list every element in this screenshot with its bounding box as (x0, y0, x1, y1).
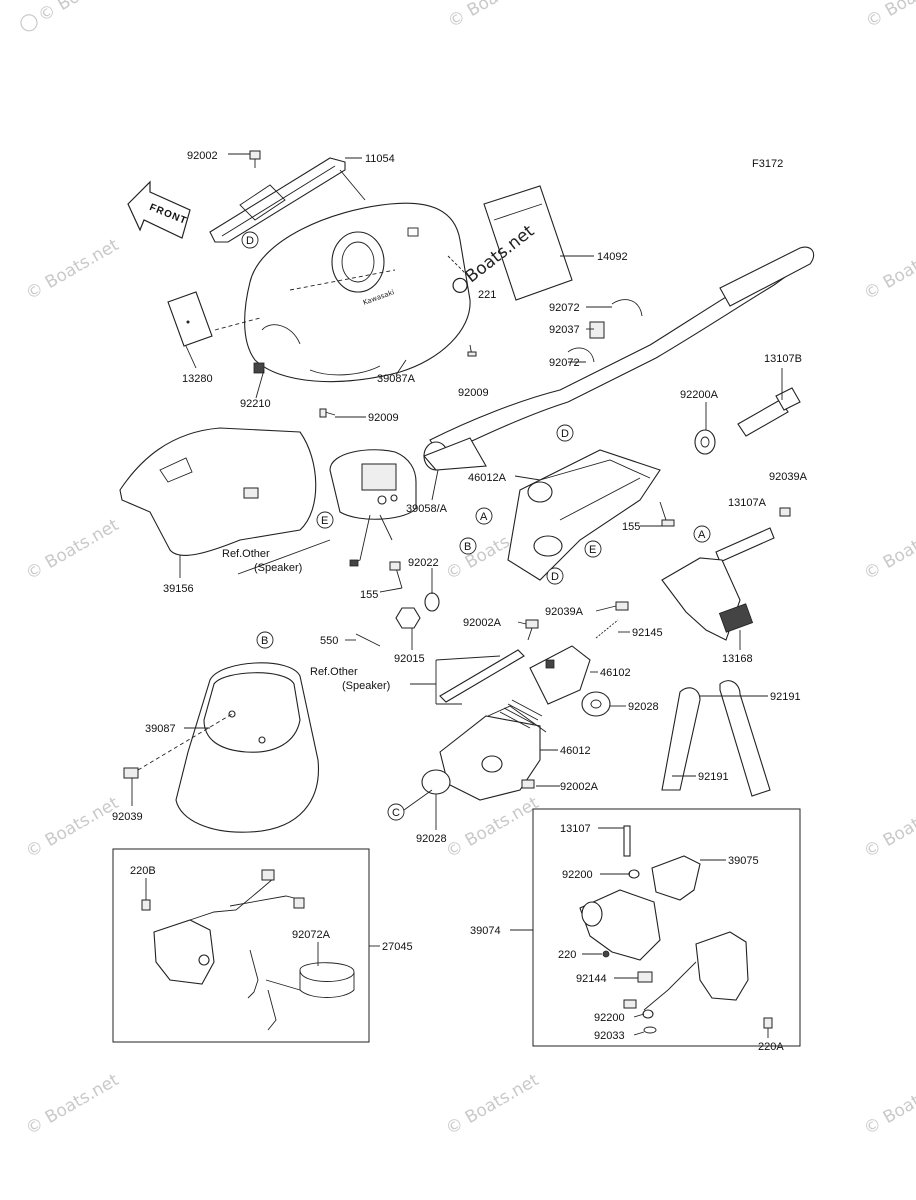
watermark-text: © Boats.net (861, 793, 916, 862)
label-92072-mid: 92072 (549, 357, 580, 369)
label-92072A: 92072A (292, 929, 331, 941)
callouts: D D A B E D E A B C (241, 231, 711, 821)
label-92033: 92033 (594, 1030, 625, 1042)
watermark-layer: © Boats.net © Boats.net © Boats.net © Bo… (20, 0, 916, 1139)
watermark-text: © Boats.net (863, 0, 916, 32)
label-39156: 39156 (163, 583, 194, 595)
callout-E: E (589, 544, 596, 556)
box-39074 (510, 808, 801, 1047)
label-39087A: 39087A (377, 373, 416, 385)
callout-A: A (698, 529, 706, 541)
watermark-text: © Boats.net (445, 0, 545, 32)
watermark-text: © Boats.net (23, 235, 123, 304)
callout-B: B (464, 541, 471, 553)
label-220B: 220B (130, 865, 156, 877)
label-27045: 27045 (382, 941, 413, 953)
pivot-assembly (355, 507, 791, 801)
label-92200A: 92200A (680, 389, 719, 401)
label-221: 221 (478, 289, 496, 301)
label-155-a: 155 (622, 521, 640, 533)
label-92210: 92210 (240, 398, 271, 410)
label-46012: 46012 (560, 745, 591, 757)
callout-B: B (261, 635, 268, 647)
lower-cover-39156 (119, 427, 317, 556)
label-92072-top: 92072 (549, 302, 580, 314)
watermark-text: © Boats.net (35, 0, 135, 26)
part-labels: 92002 11054 14092 221 92072 92037 92072 … (112, 150, 808, 1053)
label-92009-b: 92009 (368, 412, 399, 424)
callout-D: D (551, 571, 559, 583)
label-92039: 92039 (112, 811, 143, 823)
label-92002A-a: 92002A (463, 617, 502, 629)
ref-speaker-1-line2: (Speaker) (254, 562, 302, 574)
callout-E: E (321, 515, 328, 527)
callout-A: A (480, 511, 488, 523)
label-92022: 92022 (408, 557, 439, 569)
label-92009-a: 92009 (458, 387, 489, 399)
label-550: 550 (320, 635, 338, 647)
handlebar (423, 246, 815, 471)
label-46012A: 46012A (468, 472, 507, 484)
label-39074: 39074 (470, 925, 501, 937)
label-92002A-b: 92002A (560, 781, 599, 793)
label-13168: 13168 (722, 653, 753, 665)
label-46102: 46102 (600, 667, 631, 679)
label-92015: 92015 (394, 653, 425, 665)
watermark-text: © Boats.net (861, 1070, 916, 1139)
watermark-text: © Boats.net (23, 1070, 123, 1139)
label-92028-b: 92028 (416, 833, 447, 845)
label-13107B: 13107B (764, 353, 802, 365)
label-92037: 92037 (549, 324, 580, 336)
label-14092: 14092 (597, 251, 628, 263)
watermark-text: © Boats.net (861, 235, 916, 304)
label-39087: 39087 (145, 723, 176, 735)
label-92145: 92145 (632, 627, 663, 639)
ref-speaker-1-line1: Ref.Other (222, 548, 270, 560)
label-155-b: 155 (360, 589, 378, 601)
watermark-text: © Boats.net (23, 515, 123, 584)
watermark-text: © Boats.net (443, 1070, 543, 1139)
label-92200-b: 92200 (594, 1012, 625, 1024)
callout-D: D (561, 428, 569, 440)
steering-holder-46012A (424, 449, 675, 612)
meter-unit (329, 449, 417, 589)
box-27045 (112, 848, 380, 1043)
bolt-13107B (694, 387, 801, 455)
label-92191-a: 92191 (770, 691, 801, 703)
figure-code: F3172 (752, 158, 783, 170)
label-92144: 92144 (576, 973, 607, 985)
watermark-text: © Boats.net (443, 793, 543, 862)
label-39075: 39075 (728, 855, 759, 867)
label-92200-a: 92200 (562, 869, 593, 881)
label-92039A: 92039A (769, 471, 808, 483)
label-13107A: 13107A (728, 497, 767, 509)
label-92039A-b: 92039A (545, 606, 584, 618)
callout-D: D (246, 235, 254, 247)
label-220A: 220A (758, 1041, 784, 1053)
leader-lines (131, 153, 783, 1038)
watermark-text: © Boats.net (23, 793, 123, 862)
label-13280: 13280 (182, 373, 213, 385)
callout-C: C (392, 807, 400, 819)
label-11054: 11054 (365, 153, 395, 165)
ref-speaker-2-line2: (Speaker) (342, 680, 390, 692)
label-92191-b: 92191 (698, 771, 729, 783)
cover-39087 (123, 662, 320, 833)
watermark-text: © Boats.net (861, 515, 916, 584)
label-39058A: 39058/A (406, 503, 448, 515)
front-arrow: FRONT (127, 180, 191, 239)
label-13107: 13107 (560, 823, 591, 835)
ref-speaker-2-line1: Ref.Other (310, 666, 358, 678)
upper-cover-assembly: Kawasaki Boats.net (167, 150, 573, 418)
label-220: 220 (558, 949, 576, 961)
label-92002: 92002 (187, 150, 218, 162)
label-92028-a: 92028 (628, 701, 659, 713)
